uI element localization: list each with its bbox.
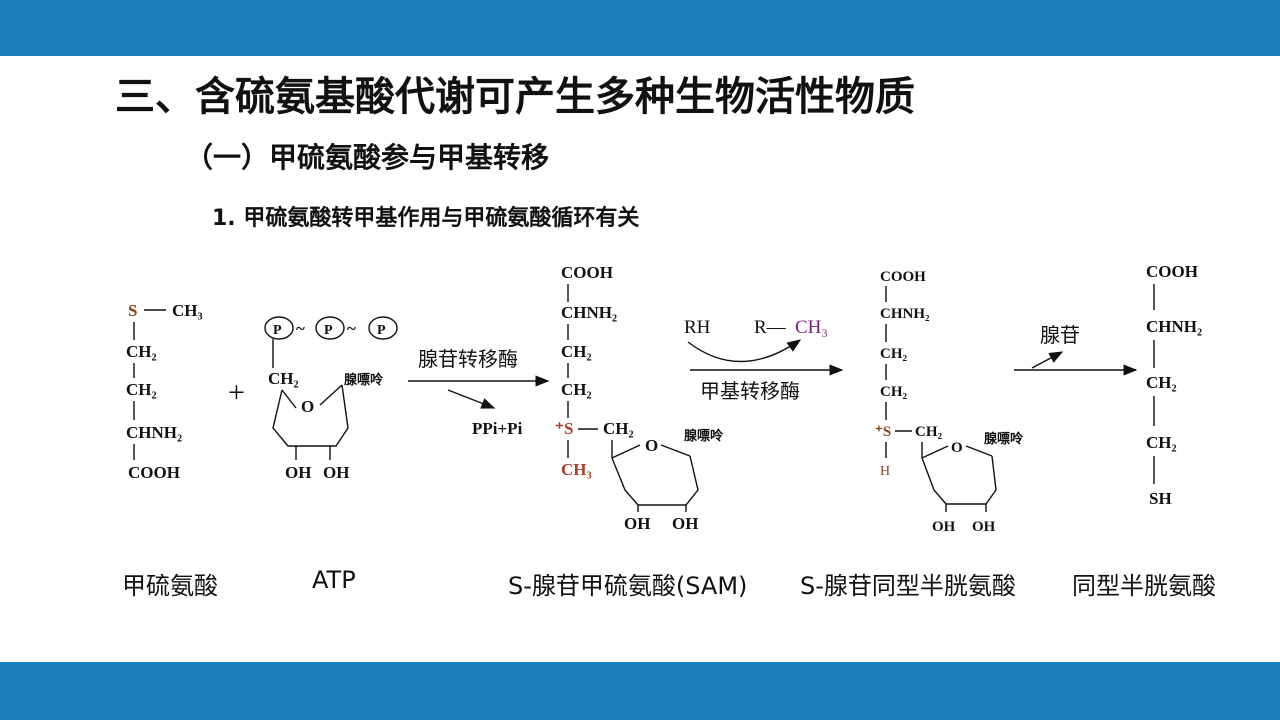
enzyme-methyltransferase: 甲基转移酶: [700, 379, 800, 403]
byproduct-ppi: PPi+Pi: [472, 419, 523, 438]
section-heading: 1. 甲硫氨酸转甲基作用与甲硫氨酸循环有关: [212, 206, 640, 231]
phosphate-2: P: [324, 323, 333, 338]
slide-subtitle: （一）甲硫氨酸参与甲基转移: [185, 141, 550, 174]
phosphate-3: P: [377, 323, 386, 338]
sah-hydroxyl-1: OH: [932, 519, 956, 535]
sah-amino-carbon: CHNH₂: [880, 306, 930, 322]
sulfur-atom: S: [128, 301, 137, 320]
sam-structure: COOH CHNH₂ CH₂ CH₂ ⁺S CH₂ 腺嘌呤 CH₃ O OH O…: [555, 263, 724, 533]
enzyme-adenosyltransferase: 腺苷转移酶: [418, 347, 518, 371]
hcy-thiol: SH: [1149, 489, 1172, 508]
amino-carbon: CHNH₂: [126, 423, 182, 442]
hcy-methylene-1: CH₂: [1146, 373, 1177, 392]
sam-ribose-methylene: CH₂: [603, 419, 634, 438]
atp-structure: P ~ P ~ P CH₂ 腺嘌呤 O OH OH: [264, 316, 398, 482]
atp-methylene: CH₂: [268, 369, 299, 388]
methyl-group: CH₃: [172, 301, 203, 320]
sah-sulfonium: ⁺S: [875, 424, 891, 440]
sam-methylene-1: CH₂: [561, 342, 592, 361]
top-banner: [0, 0, 1280, 56]
methylated-product-methyl: CH₃: [795, 317, 828, 338]
bottom-banner: [0, 662, 1280, 720]
atp-hydroxyl-1: OH: [285, 463, 311, 482]
sah-methylene-1: CH₂: [880, 346, 908, 362]
sah-adenine: 腺嘌呤: [984, 431, 1024, 447]
atp-adenine: 腺嘌呤: [344, 372, 384, 388]
sam-methyl: CH₃: [561, 460, 592, 479]
sah-hydrogen: H: [880, 464, 890, 479]
hcy-methylene-2: CH₂: [1146, 433, 1177, 452]
sam-ring-oxygen: O: [645, 436, 658, 455]
atp-hydroxyl-2: OH: [323, 463, 349, 482]
hcy-carboxyl: COOH: [1146, 262, 1198, 281]
sah-methylene-2: CH₂: [880, 384, 908, 400]
phosphate-1: P: [273, 323, 282, 338]
sam-adenine: 腺嘌呤: [684, 428, 724, 444]
atp-ring-oxygen: O: [301, 397, 314, 416]
tilde-2: ~: [347, 319, 356, 338]
carboxyl-group: COOH: [128, 463, 180, 482]
sah-carboxyl: COOH: [880, 269, 926, 285]
sam-hydroxyl-1: OH: [624, 514, 650, 533]
hcy-amino-carbon: CHNH₂: [1146, 317, 1202, 336]
sam-methylene-2: CH₂: [561, 380, 592, 399]
methylene-1: CH₂: [126, 342, 157, 361]
label-sah: S-腺苷同型半胱氨酸: [800, 572, 1016, 600]
label-atp: ATP: [312, 566, 356, 594]
methylated-product-prefix: R—: [754, 317, 787, 338]
sah-ring-oxygen: O: [951, 440, 963, 456]
label-homocysteine: 同型半胱氨酸: [1072, 572, 1216, 600]
label-sam: S-腺苷甲硫氨酸(SAM): [508, 572, 748, 600]
tilde-1: ~: [296, 319, 305, 338]
label-methionine: 甲硫氨酸: [122, 572, 218, 600]
sah-ribose-methylene: CH₂: [915, 424, 943, 440]
sam-amino-carbon: CHNH₂: [561, 303, 617, 322]
plus-sign: +: [228, 376, 245, 409]
methylene-2: CH₂: [126, 380, 157, 399]
sah-structure: COOH CHNH₂ CH₂ CH₂ ⁺S CH₂ 腺嘌呤 H O OH OH: [875, 269, 1024, 535]
methionine-structure: S CH₃ CH₂ CH₂ CHNH₂ COOH: [126, 301, 203, 482]
adenosine-release: 腺苷: [1040, 323, 1080, 347]
slide-title: 三、含硫氨基酸代谢可产生多种生物活性物质: [115, 74, 915, 120]
homocysteine-structure: COOH CHNH₂ CH₂ CH₂ SH: [1146, 262, 1202, 508]
sam-hydroxyl-2: OH: [672, 514, 698, 533]
sah-hydroxyl-2: OH: [972, 519, 996, 535]
methyl-acceptor: RH: [684, 317, 711, 338]
sam-carboxyl: COOH: [561, 263, 613, 282]
sam-sulfonium: ⁺S: [555, 419, 573, 438]
